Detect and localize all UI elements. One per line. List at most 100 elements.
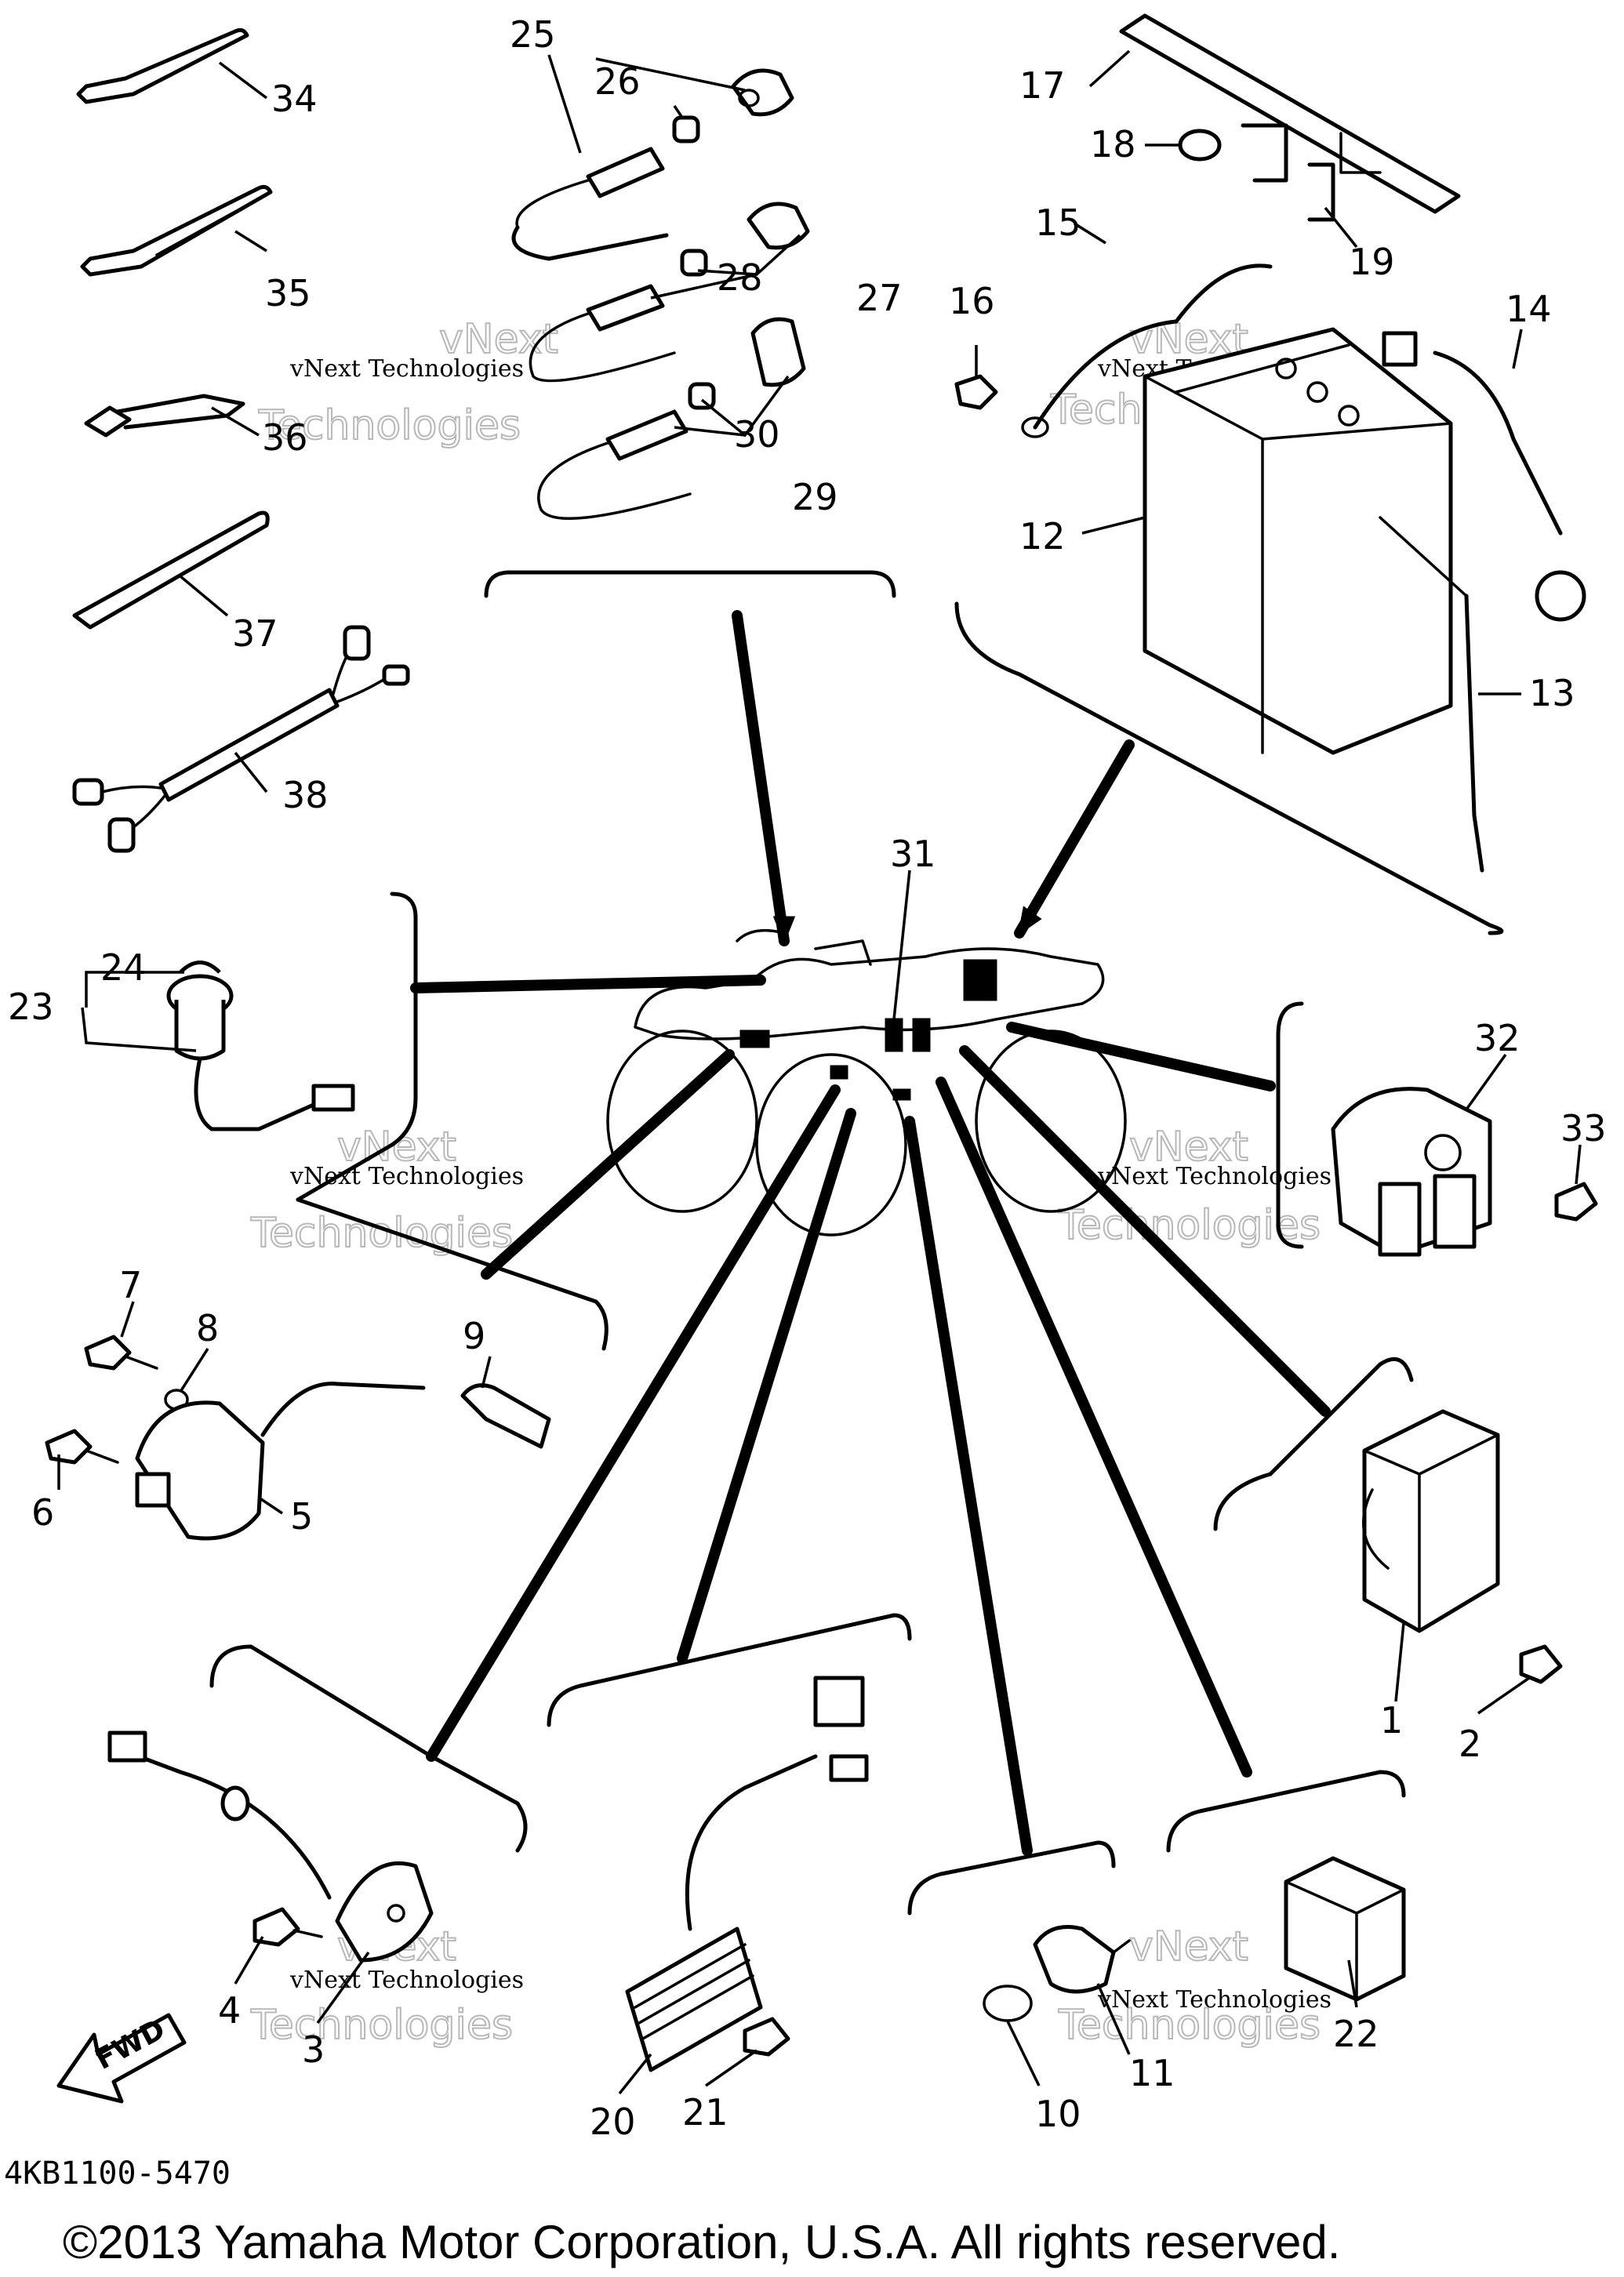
rectifier-connector bbox=[829, 1754, 869, 1782]
bracket-neutral bbox=[907, 1840, 1116, 1916]
pickup-hole bbox=[387, 1904, 405, 1923]
clamp-block bbox=[84, 405, 132, 438]
callout-1: 1 bbox=[1380, 1699, 1403, 1741]
plate bbox=[1241, 123, 1288, 183]
bolt-head bbox=[1519, 1644, 1563, 1684]
bracket-battery bbox=[954, 601, 1504, 935]
part-19-plate bbox=[1241, 123, 1335, 222]
sensor-boot bbox=[750, 317, 806, 387]
harness-trunk bbox=[158, 688, 340, 802]
leader-21 bbox=[705, 2049, 758, 2087]
leader-37 bbox=[179, 575, 229, 617]
callout-21: 21 bbox=[682, 2091, 728, 2134]
neutral-switch-body bbox=[1033, 1925, 1116, 1994]
leader-10 bbox=[1006, 2021, 1041, 2086]
battery-bracket-tab bbox=[1339, 132, 1382, 174]
watermark-text: vNext Technologies bbox=[289, 1966, 524, 1994]
bracket-switch bbox=[296, 892, 418, 1202]
leader-20 bbox=[618, 2053, 652, 2095]
bolt-head bbox=[253, 1907, 300, 1947]
part-2-bolt bbox=[1519, 1644, 1563, 1684]
part-27-sensor bbox=[529, 202, 810, 383]
watermark: vNext Technologies vNext Technologies bbox=[249, 1123, 524, 1258]
leader-12 bbox=[1081, 516, 1146, 535]
sensor-lead bbox=[515, 179, 590, 229]
leader-22 bbox=[1347, 1959, 1358, 2008]
battery-cap bbox=[1338, 405, 1360, 427]
battery-cap bbox=[1306, 381, 1328, 403]
front-right-wheel bbox=[975, 1030, 1127, 1213]
watermark-text: vNext Technologies bbox=[1097, 1163, 1332, 1190]
callout-13: 13 bbox=[1529, 672, 1575, 714]
sensor-wire bbox=[529, 312, 676, 383]
part-14-cable bbox=[1382, 331, 1586, 622]
part-1-cdi bbox=[1362, 1409, 1500, 1633]
callout-7: 7 bbox=[119, 1264, 142, 1306]
callout-14: 14 bbox=[1506, 288, 1552, 330]
callout-31: 31 bbox=[890, 833, 936, 875]
callout-28: 28 bbox=[717, 256, 763, 299]
callout-37: 37 bbox=[232, 612, 278, 655]
part-3-pickup bbox=[107, 1730, 434, 1963]
watermark-bottom: Technologies bbox=[250, 2002, 513, 2049]
watermark: vNext Technologies vNext Technologies bbox=[257, 315, 559, 450]
bolt-head bbox=[45, 1429, 93, 1465]
coil-body bbox=[135, 1400, 265, 1541]
coil-mark bbox=[830, 1065, 848, 1080]
leader-35 bbox=[234, 230, 267, 252]
leader-32 bbox=[1465, 1053, 1507, 1111]
part-32-relay bbox=[1331, 1087, 1492, 1257]
leader-38 bbox=[234, 751, 268, 794]
leader-27-28 bbox=[650, 234, 801, 300]
watermark-text: vNext Technologies bbox=[1097, 1986, 1332, 2014]
callout-11: 11 bbox=[1129, 2052, 1175, 2094]
battery-bracket bbox=[1119, 13, 1461, 214]
callout-16: 16 bbox=[949, 280, 995, 322]
part-38-harness bbox=[72, 625, 410, 853]
callout-24: 24 bbox=[100, 946, 147, 989]
leader-1 bbox=[1394, 1622, 1405, 1702]
battery-top-line bbox=[1175, 343, 1350, 394]
cdi-clip bbox=[1362, 1488, 1390, 1570]
part-25-sensor bbox=[511, 68, 794, 261]
part-9-cap bbox=[460, 1383, 551, 1449]
rectifier-connector bbox=[813, 1676, 865, 1727]
sensor-wire bbox=[511, 225, 669, 261]
bolt-head bbox=[1554, 1182, 1598, 1222]
callout-34: 34 bbox=[271, 78, 318, 120]
leader-lines bbox=[57, 49, 1582, 2095]
connector-line-fuse bbox=[936, 1077, 1252, 1778]
sensor-body bbox=[586, 284, 665, 332]
callout-23: 23 bbox=[8, 986, 54, 1028]
connector-line-battery bbox=[1014, 739, 1135, 939]
part-36-clamp bbox=[84, 394, 245, 438]
leader-23 bbox=[81, 971, 197, 1052]
grommet bbox=[1178, 129, 1222, 162]
part-28-cap bbox=[680, 249, 708, 277]
leader-2 bbox=[1477, 1676, 1530, 1715]
part-17-bracket bbox=[1119, 13, 1461, 214]
fwd-arrow-shape bbox=[56, 2013, 187, 2104]
battery-body bbox=[1143, 327, 1453, 755]
connector bbox=[72, 778, 104, 806]
callout-8: 8 bbox=[196, 1307, 219, 1349]
fwd-arrow: FWD bbox=[56, 2013, 187, 2104]
cap bbox=[680, 249, 708, 277]
leader-19 bbox=[1324, 206, 1358, 249]
callout-5: 5 bbox=[290, 1495, 313, 1538]
part-11-switch bbox=[1033, 1925, 1131, 1994]
rectifier-harness bbox=[685, 1754, 818, 1931]
connector-line-pickup-coil bbox=[426, 1084, 841, 1762]
relay-terminal bbox=[1378, 1182, 1422, 1257]
bracket-sensors bbox=[484, 570, 896, 598]
watermark-bottom: Technologies bbox=[1058, 1202, 1321, 1249]
bracket-coil bbox=[296, 1197, 609, 1351]
breather-hose bbox=[1464, 594, 1484, 873]
cable-eyelet bbox=[1535, 570, 1586, 622]
group-brackets bbox=[209, 570, 1504, 1916]
callout-12: 12 bbox=[1019, 515, 1066, 557]
callout-numbers: 34 35 36 37 38 25 26 27 28 29 30 17 18 1… bbox=[8, 13, 1607, 2143]
leader-33 bbox=[1575, 1144, 1582, 1185]
bolt-shank bbox=[85, 1449, 119, 1464]
clamp-band bbox=[115, 394, 245, 430]
